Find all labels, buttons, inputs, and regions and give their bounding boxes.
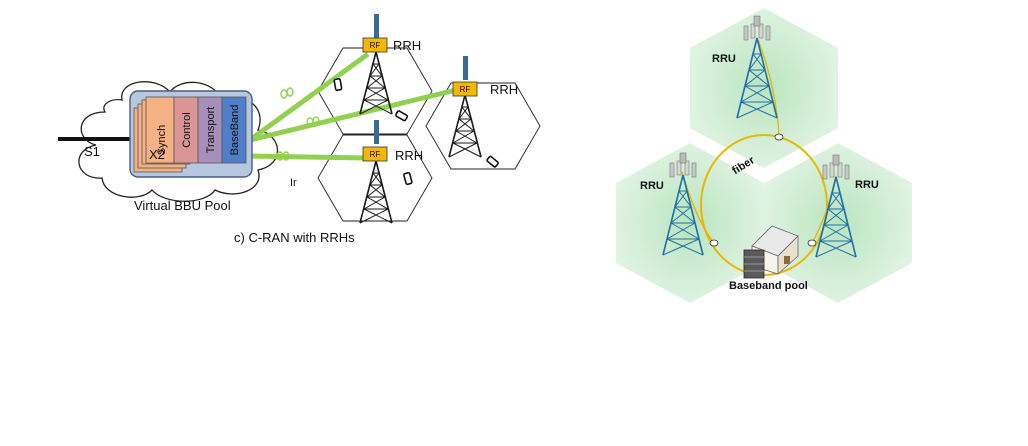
rrh-bottom: RF RRH — [359, 120, 423, 224]
s1-label: S1 — [84, 144, 100, 159]
layer-transport — [197, 96, 223, 164]
cell-top — [317, 47, 433, 135]
rrh-label-top: RRH — [393, 38, 421, 53]
fiber-link-bottom — [249, 153, 367, 161]
rf-label-top: RF — [370, 41, 381, 50]
cell-bottom — [317, 134, 433, 222]
rf-box-top — [362, 37, 388, 53]
figure-caption: c) C-RAN with RRHs — [234, 230, 355, 245]
fiber-link-top — [248, 51, 370, 143]
ir-label: Ir — [290, 177, 297, 189]
layer-control-label: Control — [181, 112, 193, 147]
rru-label-left: RRU — [640, 180, 664, 192]
layer-control — [173, 96, 199, 164]
rru-tower-top: RRU — [712, 15, 778, 119]
ring-nodes — [709, 133, 817, 247]
x2-label: X2 — [149, 147, 165, 162]
fiber-link-right — [249, 86, 461, 143]
tower-fiber-top — [757, 39, 780, 137]
bbu-protocol-stack: Synch Control Transport BaseBand X2 — [129, 90, 253, 178]
rru-tower-left: RRU — [640, 152, 704, 256]
rrh-label-bottom: RRH — [395, 148, 423, 163]
virtual-bbu-pool-label: Virtual BBU Pool — [134, 198, 231, 213]
rf-box-bottom — [362, 146, 388, 162]
phone-icon — [485, 155, 500, 169]
layer-baseband — [221, 96, 247, 164]
layer-transport-label: Transport — [205, 107, 217, 154]
rrh-right: RF RRH — [448, 56, 518, 158]
rru-figure: fiber RRU RRU RRU — [616, 8, 912, 303]
rrh-label-right: RRH — [490, 82, 518, 97]
rru-label-right: RRU — [855, 179, 879, 191]
layer-baseband-label: BaseBand — [229, 105, 241, 156]
layer-synch-label: Synch — [156, 125, 168, 156]
rrh-top: RF RRH — [359, 14, 421, 115]
cran-figure: S1 Ir Synch Control Transport BaseBan — [58, 14, 541, 245]
rru-label-top: RRU — [712, 53, 736, 65]
rf-box-right — [452, 81, 478, 97]
cell-right — [425, 82, 541, 170]
baseband-pool-building: Baseband pool — [729, 225, 808, 292]
rru-tower-right: RRU — [815, 154, 879, 258]
phone-icon — [402, 171, 413, 186]
rf-label-bottom: RF — [370, 150, 381, 159]
rru-cell-top — [690, 8, 838, 168]
phone-icon — [333, 77, 343, 92]
rf-label-right: RF — [460, 85, 471, 94]
fiber-coils — [276, 87, 320, 161]
baseband-pool-label: Baseband pool — [729, 280, 808, 292]
fiber-links — [248, 51, 461, 161]
cell-grid — [317, 47, 541, 222]
phone-icon — [394, 109, 409, 122]
